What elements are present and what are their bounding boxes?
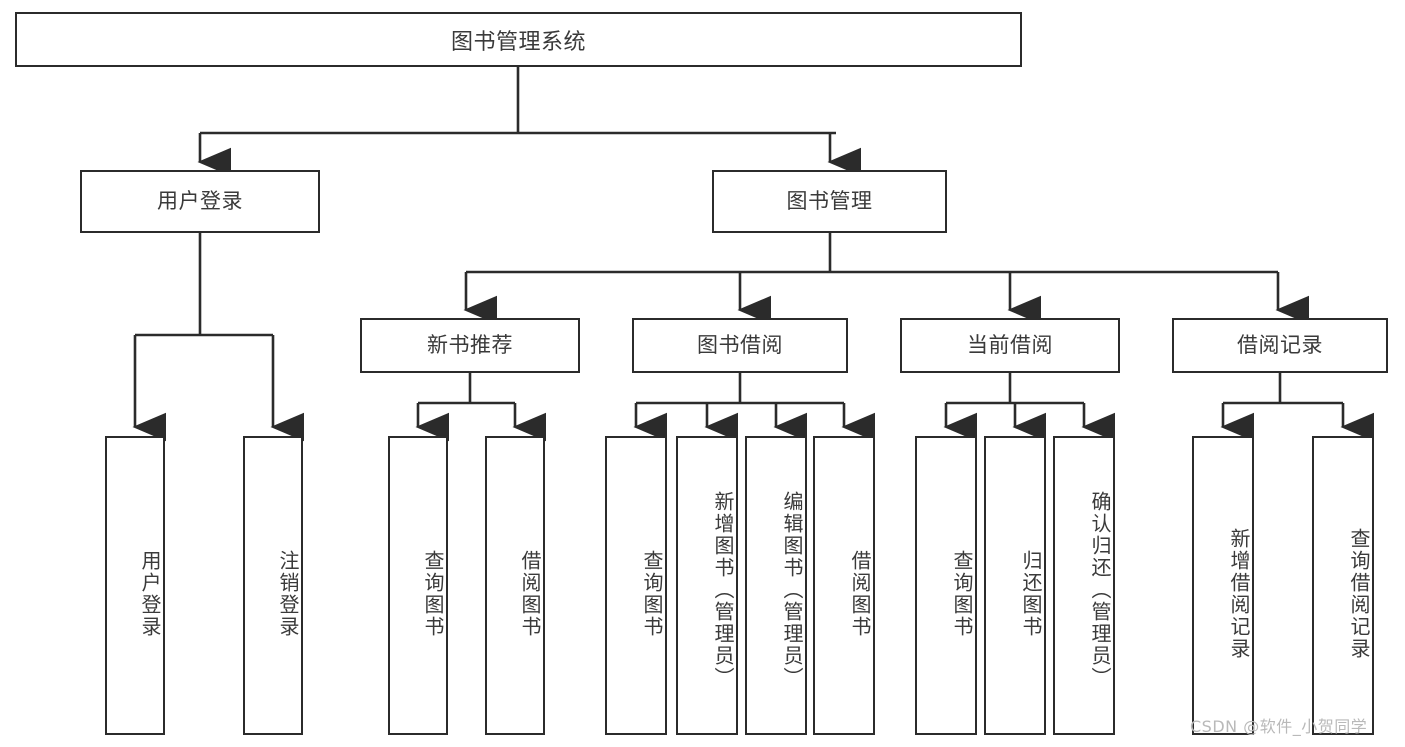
node-level1-book-management[interactable]: 图书管理	[712, 170, 947, 233]
node-label: 查询图书	[421, 549, 445, 638]
node-label: 查询图书	[640, 549, 664, 638]
node-leaf-user-login[interactable]: 用户登录	[105, 436, 165, 735]
node-leaf-borrow-book[interactable]: 借阅图书	[813, 436, 875, 735]
node-label: 借阅图书	[518, 549, 542, 638]
node-level2-new-book-recommend[interactable]: 新书推荐	[360, 318, 580, 373]
node-level2-borrow-record[interactable]: 借阅记录	[1172, 318, 1388, 373]
node-label: 注销登录	[276, 549, 300, 638]
node-label: 图书借阅	[697, 332, 783, 357]
node-leaf-query-book-current[interactable]: 查询图书	[915, 436, 977, 735]
node-leaf-logout[interactable]: 注销登录	[243, 436, 303, 735]
node-root-label: 图书管理系统	[450, 29, 586, 55]
node-level1-user-login[interactable]: 用户登录	[80, 170, 320, 233]
node-label: 查询图书	[950, 549, 974, 638]
node-leaf-confirm-return-admin[interactable]: 确认归还（管理员）	[1053, 436, 1115, 735]
node-leaf-edit-book-admin[interactable]: 编辑图书（管理员）	[745, 436, 807, 735]
node-label: 用户登录	[157, 188, 243, 213]
node-label: 借阅图书	[848, 549, 872, 638]
node-label: 图书管理	[786, 188, 873, 213]
node-leaf-query-book-borrow[interactable]: 查询图书	[605, 436, 667, 735]
node-leaf-borrow-book-recommend[interactable]: 借阅图书	[485, 436, 545, 735]
node-label: 新书推荐	[427, 332, 513, 357]
node-label: 新增图书（管理员）	[711, 490, 735, 689]
node-root[interactable]: 图书管理系统	[15, 12, 1022, 67]
node-label: 新增借阅记录	[1227, 527, 1251, 660]
node-leaf-query-borrow-record[interactable]: 查询借阅记录	[1312, 436, 1374, 735]
node-leaf-add-book-admin[interactable]: 新增图书（管理员）	[676, 436, 738, 735]
node-leaf-query-book-recommend[interactable]: 查询图书	[388, 436, 448, 735]
node-label: 编辑图书（管理员）	[780, 490, 804, 689]
node-label: 归还图书	[1019, 549, 1043, 638]
watermark: CSDN @软件_小贺同学	[1190, 717, 1368, 736]
node-label: 当前借阅	[967, 332, 1053, 357]
node-leaf-return-book[interactable]: 归还图书	[984, 436, 1046, 735]
node-label: 用户登录	[138, 549, 162, 638]
node-label: 借阅记录	[1237, 332, 1323, 357]
node-label: 确认归还（管理员）	[1088, 490, 1112, 689]
node-leaf-add-borrow-record[interactable]: 新增借阅记录	[1192, 436, 1254, 735]
node-label: 查询借阅记录	[1347, 527, 1371, 660]
node-level2-book-borrow[interactable]: 图书借阅	[632, 318, 848, 373]
node-level2-current-borrow[interactable]: 当前借阅	[900, 318, 1120, 373]
